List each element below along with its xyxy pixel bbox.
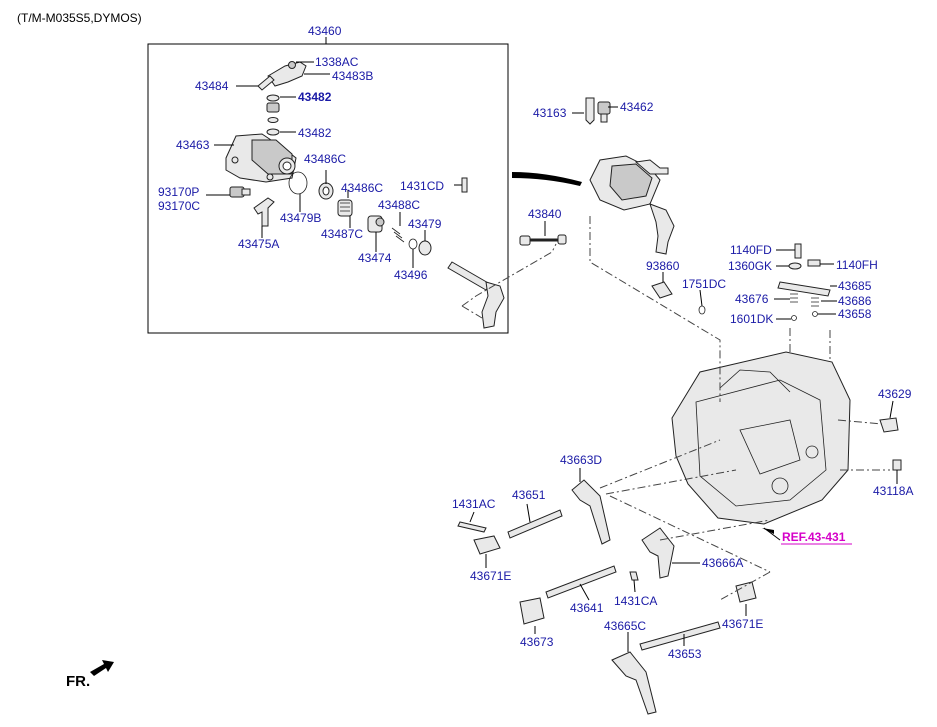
oil-seal-43482 xyxy=(266,94,280,136)
seal-43479 xyxy=(418,240,432,256)
front-direction-indicator: FR. xyxy=(66,660,114,690)
callout-1338ac[interactable]: 1338AC xyxy=(315,55,359,69)
callout-93860[interactable]: 93860 xyxy=(646,259,680,273)
callout-43676[interactable]: 43676 xyxy=(735,292,769,306)
callout-43685[interactable]: 43685 xyxy=(838,279,872,293)
callout-1140fd[interactable]: 1140FD xyxy=(730,243,772,257)
bolt-43118a xyxy=(892,459,902,471)
callout-43665c[interactable]: 43665C xyxy=(604,619,646,633)
callout-43686[interactable]: 43686 xyxy=(838,294,872,308)
callout-43840[interactable]: 43840 xyxy=(528,207,562,221)
rail-43641 xyxy=(545,565,617,599)
switch-93170p xyxy=(229,186,251,198)
block-43673 xyxy=(519,597,545,625)
guide-lines xyxy=(461,216,890,601)
select-lever-43474 xyxy=(367,215,385,233)
callout-43487c[interactable]: 43487C xyxy=(321,227,363,241)
bolt-43484 xyxy=(257,75,275,91)
callout-43671e-right[interactable]: 43671E xyxy=(722,617,763,631)
rail-43653 xyxy=(639,621,721,651)
arrow-icon xyxy=(90,660,114,676)
callout-1431ac[interactable]: 1431AC xyxy=(452,497,496,511)
callout-43666a[interactable]: 43666A xyxy=(702,556,743,570)
model-caption: (T/M-M035S5,DYMOS) xyxy=(17,11,142,25)
callout-1751dc[interactable]: 1751DC xyxy=(682,277,726,291)
spring-43487c xyxy=(337,199,353,217)
spring-43488c xyxy=(391,227,405,243)
plug-43629 xyxy=(879,417,899,433)
callout-43673[interactable]: 43673 xyxy=(520,635,554,649)
callout-43653[interactable]: 43653 xyxy=(668,647,702,661)
callout-43486c-lower[interactable]: 43486C xyxy=(341,181,383,195)
callout-43462[interactable]: 43462 xyxy=(620,100,654,114)
callout-43479[interactable]: 43479 xyxy=(408,217,442,231)
callout-43118a[interactable]: 43118A xyxy=(873,484,913,498)
callout-43482-lower[interactable]: 43482 xyxy=(298,126,332,140)
assembly-box xyxy=(147,43,509,334)
callout-43629[interactable]: 43629 xyxy=(878,387,912,401)
sensor-93860 xyxy=(651,281,673,299)
callout-1360gk[interactable]: 1360GK xyxy=(728,259,772,273)
fork-43663d xyxy=(571,479,611,545)
callout-43163[interactable]: 43163 xyxy=(533,106,567,120)
callout-43482-upper[interactable]: 43482 xyxy=(298,90,332,104)
callout-43651[interactable]: 43651 xyxy=(512,488,546,502)
callout-1601dk[interactable]: 1601DK xyxy=(730,312,773,326)
washer-1751dc xyxy=(698,305,706,315)
callout-43663d[interactable]: 43663D xyxy=(560,453,602,467)
ref-link[interactable]: REF.43-431 xyxy=(762,527,852,545)
leader-lines xyxy=(206,61,898,652)
rod-43840 xyxy=(519,234,567,246)
pin-1431ca xyxy=(629,571,639,581)
bushing-43486c xyxy=(318,182,334,200)
callout-1431ca[interactable]: 1431CA xyxy=(614,594,657,608)
front-label: FR. xyxy=(66,673,90,690)
callout-43486c-upper[interactable]: 43486C xyxy=(304,152,346,166)
callout-43483b[interactable]: 43483B xyxy=(332,69,373,83)
control-housing-43463 xyxy=(225,133,297,183)
lug-43671e xyxy=(473,535,501,555)
fork-43666a xyxy=(641,527,675,579)
ref-label[interactable]: REF.43-431 xyxy=(782,530,846,544)
shift-control-43462 xyxy=(585,97,675,255)
pin-1431ac xyxy=(457,521,487,533)
callout-93170c[interactable]: 93170C xyxy=(158,199,200,213)
callout-43484[interactable]: 43484 xyxy=(195,79,229,93)
shift-lever-43483b xyxy=(267,61,307,87)
callout-43475a[interactable]: 43475A xyxy=(238,237,279,251)
washer-43496 xyxy=(408,238,418,250)
o-ring-43479b xyxy=(288,171,308,195)
rail-43651 xyxy=(507,509,563,539)
callout-43479b[interactable]: 43479B xyxy=(280,211,321,225)
callout-1140fh[interactable]: 1140FH xyxy=(836,258,878,272)
pin-1431cd xyxy=(461,177,468,193)
callout-43474[interactable]: 43474 xyxy=(358,251,392,265)
control-shaft xyxy=(447,261,505,329)
callout-43658[interactable]: 43658 xyxy=(838,307,872,321)
callout-1431cd[interactable]: 1431CD xyxy=(400,179,444,193)
connector-arrow xyxy=(512,172,582,186)
callout-43641[interactable]: 43641 xyxy=(570,601,604,615)
lug-43671e-b xyxy=(735,581,757,603)
callout-43460[interactable]: 43460 xyxy=(308,24,342,38)
fork-43665c xyxy=(611,651,657,715)
bracket-43475a xyxy=(253,197,275,227)
detent-parts xyxy=(777,243,831,321)
callout-43671e-left[interactable]: 43671E xyxy=(470,569,511,583)
callout-93170p[interactable]: 93170P xyxy=(158,185,199,199)
callout-43488c[interactable]: 43488C xyxy=(378,198,420,212)
callout-43463[interactable]: 43463 xyxy=(176,138,210,152)
callout-43496[interactable]: 43496 xyxy=(394,268,428,282)
transmission-case xyxy=(671,351,851,525)
